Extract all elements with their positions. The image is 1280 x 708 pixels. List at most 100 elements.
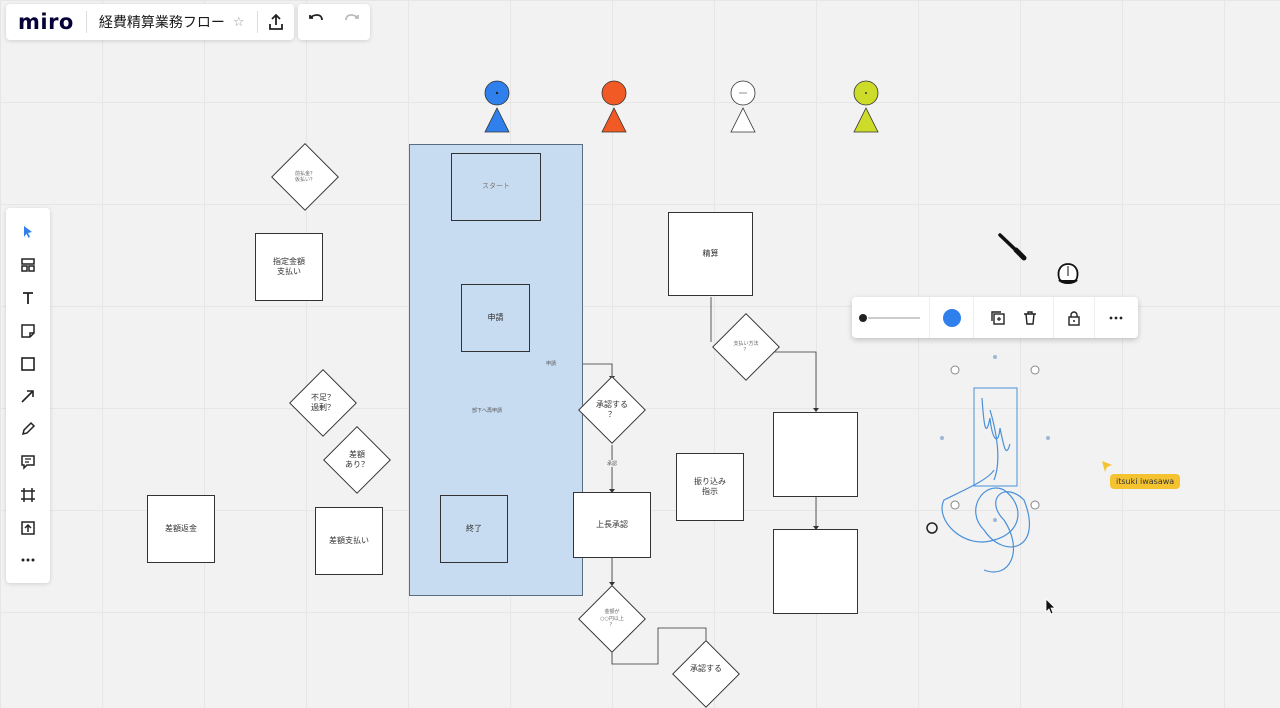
pay-method-decision[interactable]: 支払い方法？ (712, 313, 780, 381)
peach-sticker[interactable] (1053, 260, 1083, 288)
more-icon (1109, 316, 1123, 319)
stroke-width-icon (859, 313, 921, 322)
amount-label-3: ？ (609, 622, 615, 629)
person-icon-white[interactable] (726, 80, 760, 134)
color-swatch-button[interactable] (930, 297, 975, 338)
upload-icon (21, 520, 35, 535)
diff-return-label: 差額返金 (165, 523, 197, 533)
star-icon[interactable]: ☆ (232, 14, 245, 30)
lock-icon (1068, 310, 1080, 326)
person-icon-blue[interactable] (480, 80, 514, 134)
delete-button[interactable] (1014, 300, 1046, 336)
connector-amount-approve[interactable] (611, 627, 707, 665)
frame-tool[interactable] (10, 478, 46, 511)
start-box[interactable]: スタート (451, 153, 541, 221)
arrow-tool[interactable] (10, 380, 46, 413)
amount-decision[interactable]: 金額が○○円以上？ (578, 585, 646, 653)
collaborator-name-tag: itsuki iwasawa (1110, 474, 1181, 489)
selected-doodle[interactable] (920, 350, 1060, 620)
frame-icon (21, 487, 35, 502)
upload-icon (268, 13, 283, 30)
resize-handle[interactable] (1030, 365, 1040, 375)
board-title[interactable]: 経費精算業務フロー (98, 15, 225, 31)
arrow-icon (21, 390, 34, 403)
more-icon (21, 558, 35, 562)
pay-method-label-1: 支払い方法 (733, 340, 759, 347)
approve-label-q: ？ (608, 410, 616, 419)
designated-label-1: 指定金額 (273, 256, 305, 266)
context-menu (852, 297, 1138, 338)
difference-return-box[interactable]: 差額返金 (147, 495, 215, 563)
start-label: スタート (482, 182, 510, 191)
end-label: 終了 (466, 523, 482, 533)
sticky-note-tool[interactable] (10, 314, 46, 347)
color-swatch-icon (942, 308, 961, 327)
amount-label-1: 金額が (604, 609, 620, 616)
select-tool[interactable] (10, 216, 46, 249)
duplicate-delete-group (974, 297, 1055, 338)
redo-button[interactable] (334, 4, 370, 40)
pen-icon (21, 422, 36, 436)
edge-label-apply: 申請 (544, 360, 559, 367)
approve-decision[interactable]: 承認する？ (578, 376, 646, 444)
resize-handle[interactable] (950, 500, 960, 510)
advance-payment-decision[interactable]: 前払金？仮払い？ (271, 143, 339, 211)
empty-box-upper[interactable] (773, 412, 858, 497)
empty-box-lower[interactable] (773, 529, 858, 614)
settle-box[interactable]: 精算 (668, 212, 753, 296)
shape-tool[interactable] (10, 347, 46, 380)
advance-label-2: 仮払い？ (294, 177, 315, 183)
boss-approval-box[interactable]: 上長承認 (573, 492, 651, 558)
duplicate-icon (991, 310, 1005, 325)
divider (85, 11, 87, 33)
approve-label: 承認する (596, 399, 628, 409)
settle-label: 精算 (702, 248, 719, 258)
person-icon-yellow[interactable] (849, 80, 883, 134)
templates-tool[interactable] (10, 249, 46, 282)
apply-label: 申請 (487, 312, 504, 322)
templates-icon (21, 258, 35, 272)
approve-bottom-decision[interactable]: 承認する (672, 640, 740, 708)
shortage-label-2: 過剰？ (311, 403, 335, 412)
edge-label-reject: 部下へ再申請 (470, 407, 505, 414)
pen-tool[interactable] (10, 413, 46, 446)
stroke-width-slider[interactable] (852, 297, 930, 338)
shortage-decision[interactable]: 不足？過剰？ (289, 369, 357, 437)
redo-icon (345, 14, 359, 21)
transfer-label-1: 振り込み (694, 476, 726, 486)
advance-label-1: 前払金？ (294, 170, 315, 177)
divider (256, 11, 258, 33)
collaborator-cursor-icon (1102, 461, 1112, 472)
shortage-label-1: 不足？ (311, 392, 335, 402)
shape-icon (21, 356, 35, 371)
duplicate-button[interactable] (982, 300, 1014, 336)
difference-decision[interactable]: 差額あり？ (323, 426, 391, 494)
undo-redo-bar (298, 4, 370, 40)
apply-box[interactable]: 申請 (461, 284, 530, 352)
resize-handle[interactable] (1030, 500, 1040, 510)
difference-payment-box[interactable]: 差額支払い (315, 507, 383, 575)
bat-sticker[interactable] (996, 232, 1028, 262)
diff-label-2: あり？ (345, 460, 369, 469)
miro-logo[interactable]: miro (18, 10, 74, 34)
end-box[interactable]: 終了 (440, 495, 508, 563)
pay-method-label-2: ？ (743, 347, 749, 353)
diff-label-1: 差額 (349, 449, 365, 459)
resize-handle[interactable] (950, 365, 960, 375)
more-tools[interactable] (10, 544, 46, 577)
upload-tool[interactable] (10, 511, 46, 544)
comment-tool[interactable] (10, 446, 46, 479)
sticky-note-icon (21, 324, 35, 338)
person-icon-orange[interactable] (597, 80, 631, 134)
designated-label-2: 支払い (277, 267, 301, 276)
text-tool[interactable] (10, 282, 46, 315)
designated-amount-box[interactable]: 指定金額支払い (255, 233, 323, 301)
text-icon (23, 292, 33, 304)
delete-icon (1023, 310, 1036, 325)
amount-label-2: ○○円以上 (600, 615, 624, 622)
lock-button[interactable] (1054, 297, 1095, 338)
transfer-box[interactable]: 振り込み指示 (676, 453, 744, 521)
share-upload-button[interactable] (258, 4, 294, 40)
undo-button[interactable] (298, 4, 334, 40)
more-options-button[interactable] (1095, 297, 1138, 338)
